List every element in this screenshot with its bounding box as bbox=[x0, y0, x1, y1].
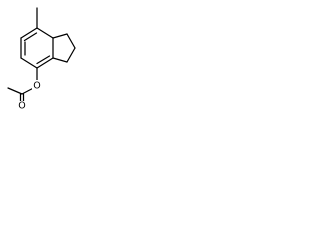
carbonyl-oxygen-label: O bbox=[18, 101, 25, 110]
ether-oxygen-label: O bbox=[33, 81, 40, 92]
ether-oxygen-atom: O bbox=[32, 80, 42, 92]
bond-ring-inner-double-top bbox=[23, 32, 38, 42]
bond-ring-c4-c5 bbox=[20, 57, 38, 69]
bond-ring-c1-c2 bbox=[36, 27, 54, 39]
bond-ether-oxygen-to-carbonyl-carbon bbox=[21, 87, 35, 95]
chemical-structure-diagram: O O bbox=[7, 7, 76, 110]
bond-ring-c6-c1 bbox=[20, 27, 38, 39]
carbonyl-oxygen-atom: O bbox=[17, 101, 27, 110]
benzene-ring bbox=[20, 27, 54, 69]
bond-acetyl-methyl bbox=[7, 87, 23, 95]
bond-five-ring-top bbox=[52, 33, 68, 39]
bond-five-ring-right bbox=[66, 33, 76, 49]
bond-ring-c3-c4 bbox=[36, 57, 54, 69]
bond-ring-inner-double-bottom bbox=[36, 55, 51, 65]
cyclopentane-ring bbox=[52, 33, 76, 63]
bond-five-ring-bottom bbox=[52, 57, 68, 63]
bond-five-ring-lower-right bbox=[66, 47, 76, 63]
